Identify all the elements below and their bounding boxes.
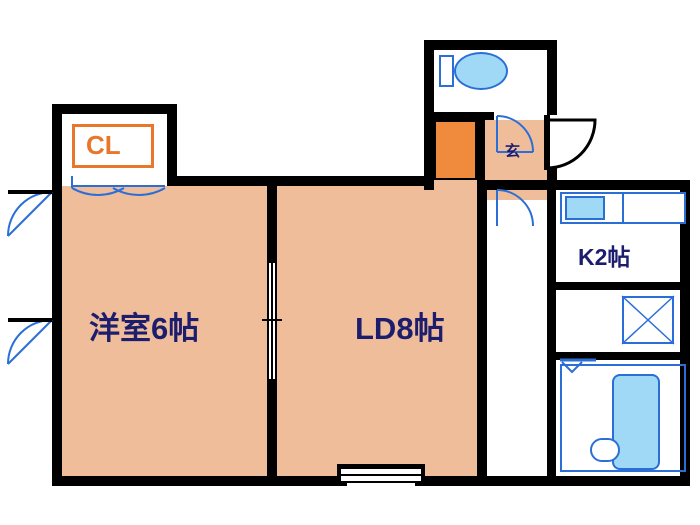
wall-kitchen-left [547,190,556,286]
room-label-living-dining: LD8帖 [355,311,445,346]
bath-partition [560,364,686,472]
wall-bottom-window-sill [337,464,425,470]
window-left-lower [7,318,53,365]
kitchen-counter-divider [622,192,624,224]
washing-machine-space [622,296,674,344]
wall-toilet-top [424,40,557,50]
wall-top-ld [277,176,434,186]
wall-entry-right-upper [547,150,557,190]
vanity-basin-fixture [590,438,620,462]
wall-entry-corner [477,120,485,182]
wall-toilet-right [547,40,557,115]
entrance-step [434,120,477,180]
room-label-kitchen: K2帖 [578,244,631,270]
toilet-tank [439,55,454,87]
wall-washroom-left [547,290,556,476]
room-fill-living-dining [277,186,477,476]
wall-partition-bedroom-ld [267,176,277,266]
wall-bottom-main [52,476,337,486]
wall-top-bedroom [52,104,177,114]
bathtub-fixture [612,374,660,470]
closet-label: CL [86,130,121,160]
room-label-entrance: 玄 [505,143,521,160]
wall-kitchen-bottom [547,282,690,290]
wall-entry-bottom [477,180,557,190]
wall-ld-right [477,190,487,476]
room-fill-washitsu [62,186,267,476]
closet-box [72,124,154,168]
wall-toilet-bottom [434,112,494,120]
wall-left-outer [52,104,62,486]
wall-top-bedroom-right [167,104,177,186]
window-left [7,190,53,237]
toilet-bowl [454,52,508,90]
kitchen-sink-fixture [565,196,605,220]
room-label-washitsu: 洋室6帖 [89,311,200,346]
wall-right-outer [680,180,690,486]
wall-washroom-bottom [556,352,690,360]
wall-partition-bedroom-ld-lower [267,376,277,486]
wall-bottom-right [425,476,690,486]
wall-kitchen-top [547,180,690,190]
wall-entrance-left [424,40,434,190]
wall-top-bedroom-span [167,176,277,186]
